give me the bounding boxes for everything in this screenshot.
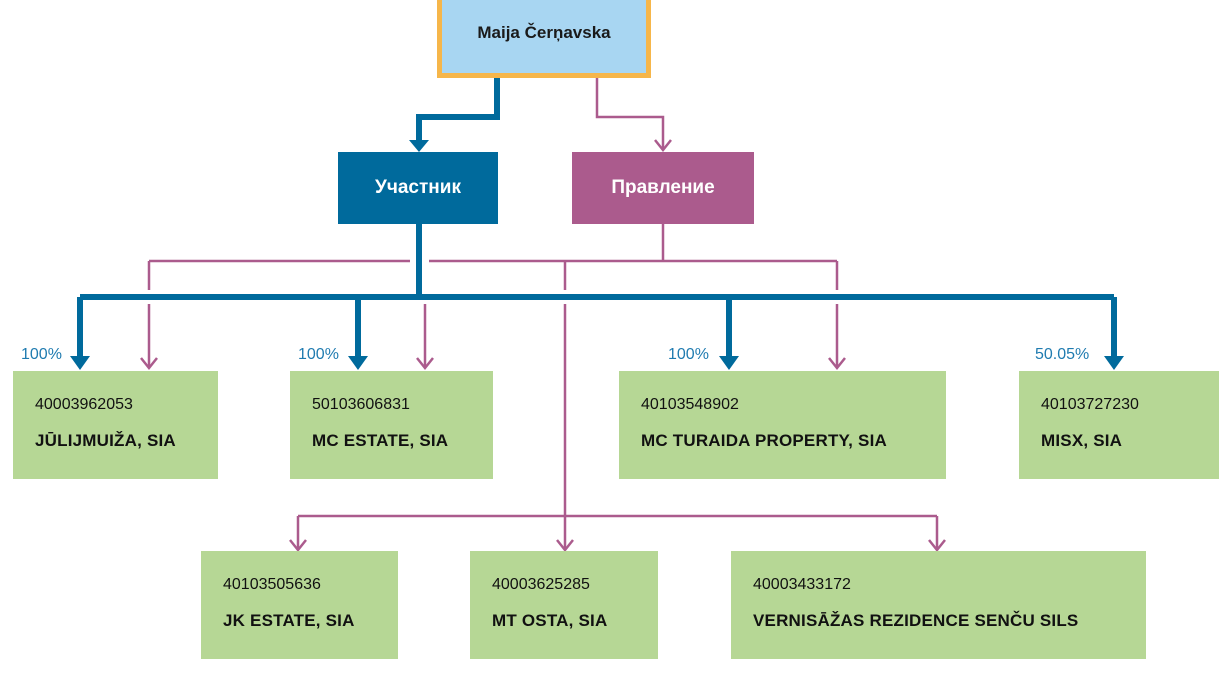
role-member-label: Участник xyxy=(375,177,461,198)
company-box: 40103727230 MISX, SIA xyxy=(1019,371,1219,479)
person-name: Maija Čerņavska xyxy=(477,22,611,42)
company-name: JŪLIJMUIŽA, SIA xyxy=(35,431,176,450)
company-reg-number: 40003962053 xyxy=(35,396,133,413)
company-name: MC TURAIDA PROPERTY, SIA xyxy=(641,431,887,450)
person-to-board-connector xyxy=(595,78,672,153)
company-name: VERNISĀŽAS REZIDENCE SENČU SILS xyxy=(753,611,1079,630)
role-member-box: Участник xyxy=(338,152,498,224)
company-name: MC ESTATE, SIA xyxy=(312,431,449,450)
company-box: 40003433172 VERNISĀŽAS REZIDENCE SENČU S… xyxy=(731,551,1146,659)
person-box: Maija Čerņavska xyxy=(437,0,651,78)
company-box: 40003962053 JŪLIJMUIŽA, SIA xyxy=(13,371,218,479)
company-name: JK ESTATE, SIA xyxy=(223,611,355,630)
person-to-member-connector xyxy=(409,78,500,152)
share-label: 50.05% xyxy=(1035,346,1090,363)
company-box: 50103606831 MC ESTATE, SIA xyxy=(290,371,493,479)
company-reg-number: 50103606831 xyxy=(312,396,410,413)
board-bus xyxy=(147,224,939,548)
company-box: 40003625285 MT OSTA, SIA xyxy=(470,551,658,659)
company-name: MT OSTA, SIA xyxy=(492,611,608,630)
company-reg-number: 40103548902 xyxy=(641,396,739,413)
company-box: 40103548902 MC TURAIDA PROPERTY, SIA xyxy=(619,371,946,479)
role-board-box: Правление xyxy=(572,152,754,224)
share-label: 100% xyxy=(298,346,339,363)
company-reg-number: 40003433172 xyxy=(753,576,851,593)
company-box: 40103505636 JK ESTATE, SIA xyxy=(201,551,398,659)
member-bus xyxy=(77,224,1117,360)
member-arrowheads xyxy=(70,356,1124,370)
role-board-label: Правление xyxy=(611,177,715,198)
board-arrowheads xyxy=(140,357,946,553)
company-reg-number: 40103505636 xyxy=(223,576,321,593)
company-reg-number: 40103727230 xyxy=(1041,396,1139,413)
company-reg-number: 40003625285 xyxy=(492,576,590,593)
company-name: MISX, SIA xyxy=(1041,431,1123,450)
share-label: 100% xyxy=(668,346,709,363)
share-label: 100% xyxy=(21,346,62,363)
